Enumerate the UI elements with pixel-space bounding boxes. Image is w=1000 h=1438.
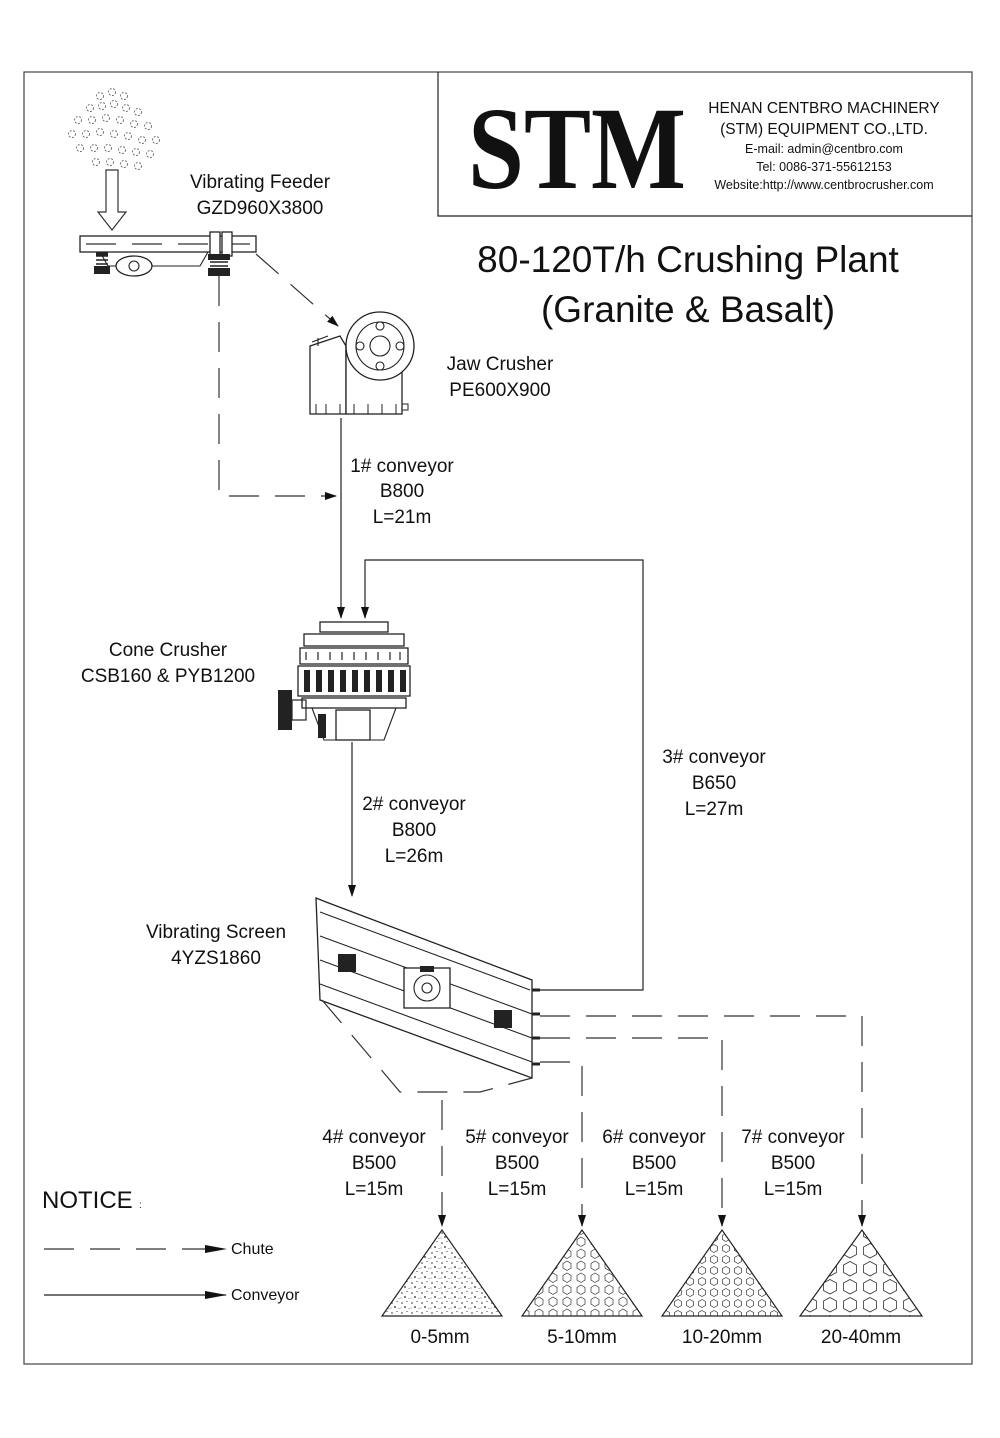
vibrating-feeder-icon: [79, 231, 257, 277]
conveyor-4-label: 4# conveyor B500 L=15m: [322, 1127, 426, 1200]
conveyor-3-line: [361, 559, 644, 991]
chute-feeder-to-jaw: [255, 253, 339, 327]
raw-material-icon: [68, 88, 160, 170]
chute-deck-1: [540, 1015, 866, 1227]
conveyor-2-name: 2# conveyor: [362, 794, 466, 815]
feeder-model: GZD960X3800: [197, 198, 324, 219]
product-pile-20-40mm: [798, 1228, 924, 1317]
company-name-line1: HENAN CENTBRO MACHINERY: [708, 100, 939, 117]
conveyor-3-width: B650: [692, 773, 736, 794]
conveyor-1-width: B800: [380, 481, 424, 502]
jaw-crusher-name: Jaw Crusher: [447, 354, 554, 375]
chute-deck-2: [540, 1037, 726, 1227]
product-pile-10-20mm: [660, 1228, 784, 1317]
drawing-frame: [23, 71, 973, 1365]
conveyor-6-label: 6# conveyor B500 L=15m: [602, 1127, 706, 1200]
jaw-crusher-icon: [309, 311, 415, 415]
plant-subtitle: (Granite & Basalt): [541, 289, 835, 330]
conveyor-6-name: 6# conveyor: [602, 1127, 706, 1148]
chute-deck-3: [540, 1061, 586, 1227]
company-phone: Tel: 0086-371-55612153: [756, 160, 892, 174]
legend-title: NOTICE: [42, 1187, 133, 1214]
chute-feeder-bypass: [218, 276, 337, 500]
conveyor-7-width: B500: [771, 1153, 815, 1174]
feed-arrow-icon: [96, 169, 128, 231]
conveyor-5-label: 5# conveyor B500 L=15m: [465, 1127, 569, 1200]
legend-chute-label: Chute: [231, 1241, 274, 1258]
conveyor-5-length: L=15m: [488, 1179, 547, 1200]
conveyor-7-label: 7# conveyor B500 L=15m: [741, 1127, 845, 1200]
conveyor-6-width: B500: [632, 1153, 676, 1174]
product-label-1: 0-5mm: [410, 1327, 469, 1348]
jaw-crusher-model: PE600X900: [449, 380, 550, 401]
product-pile-0-5mm: [380, 1228, 504, 1317]
legend-title-suffix: :: [139, 1200, 142, 1211]
conveyor-2-width: B800: [392, 820, 436, 841]
conveyor-1-name: 1# conveyor: [350, 456, 454, 477]
conveyor-4-width: B500: [352, 1153, 396, 1174]
conveyor-1-length: L=21m: [373, 507, 432, 528]
product-label-4: 20-40mm: [821, 1327, 901, 1348]
conveyor-3-length: L=27m: [685, 799, 744, 820]
cone-crusher-icon: [278, 621, 411, 741]
product-label-3: 10-20mm: [682, 1327, 762, 1348]
vibrating-screen-model: 4YZS1860: [171, 948, 261, 969]
conveyor-7-name: 7# conveyor: [741, 1127, 845, 1148]
conveyor-4-length: L=15m: [345, 1179, 404, 1200]
conveyor-5-width: B500: [495, 1153, 539, 1174]
company-website: Website:http://www.centbrocrusher.com: [714, 178, 933, 192]
legend-conveyor-label: Conveyor: [231, 1287, 300, 1304]
company-logo: STM: [468, 83, 686, 214]
feeder-name: Vibrating Feeder: [190, 172, 331, 193]
conveyor-7-length: L=15m: [764, 1179, 823, 1200]
conveyor-4-name: 4# conveyor: [322, 1127, 426, 1148]
product-pile-5-10mm: [520, 1228, 644, 1317]
cone-crusher-name: Cone Crusher: [109, 640, 228, 661]
product-label-2: 5-10mm: [547, 1327, 617, 1348]
plant-title: 80-120T/h Crushing Plant: [477, 239, 899, 280]
conveyor-3-name: 3# conveyor: [662, 747, 766, 768]
conveyor-5-name: 5# conveyor: [465, 1127, 569, 1148]
legend: NOTICE : Chute Conveyor: [42, 1187, 300, 1304]
vibrating-screen-icon: [315, 897, 540, 1093]
company-name-line2: (STM) EQUIPMENT CO.,LTD.: [720, 121, 928, 138]
conveyor-6-length: L=15m: [625, 1179, 684, 1200]
cone-crusher-model: CSB160 & PYB1200: [81, 666, 255, 687]
company-email: E-mail: admin@centbro.com: [745, 142, 903, 156]
conveyor-2-length: L=26m: [385, 846, 444, 867]
vibrating-screen-name: Vibrating Screen: [146, 922, 286, 943]
title-block: STM HENAN CENTBRO MACHINERY (STM) EQUIPM…: [437, 72, 972, 217]
